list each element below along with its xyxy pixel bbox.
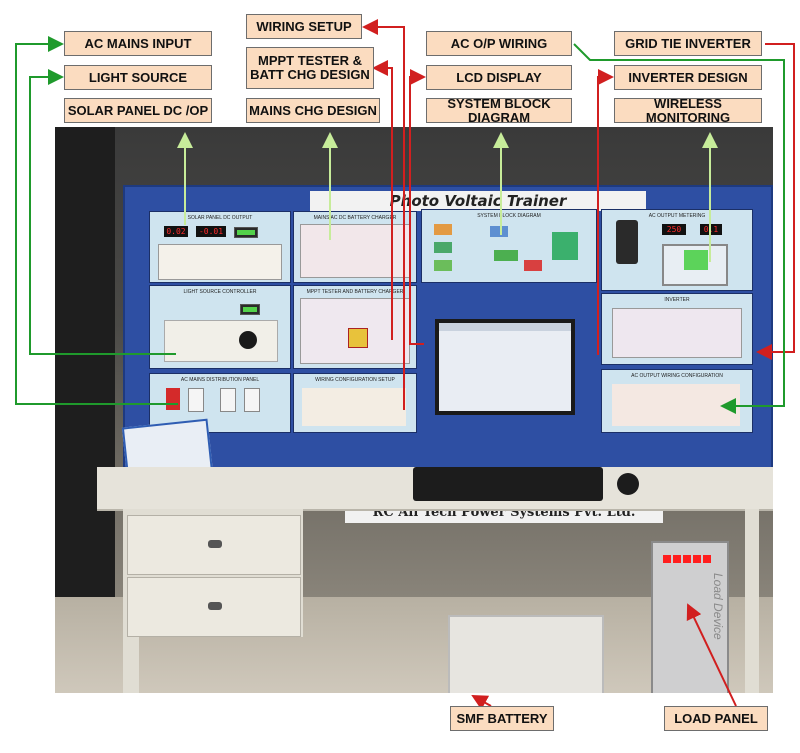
inverter-schematic (612, 308, 742, 358)
multimeter (616, 220, 638, 264)
rotary-switch (348, 328, 368, 348)
arrow-inverter-design (597, 69, 614, 355)
panel-solar-dc-output: SOLAR PANEL DC OUTPUT 0.02 -0.01 (149, 211, 291, 283)
block (434, 224, 452, 235)
label-mppt-tester: MPPT TESTER & BATT CHG DESIGN (246, 47, 374, 89)
arrow-light-source (29, 69, 176, 355)
panel-system-block-diagram: SYSTEM BLOCK DIAGRAM (421, 209, 597, 283)
label-ac-mains-input: AC MAINS INPUT (64, 31, 212, 56)
panel-light-source-controller: LIGHT SOURCE CONTROLLER (149, 285, 291, 369)
panel-title: AC OUTPUT WIRING CONFIGURATION (631, 373, 723, 379)
solar-lcd (234, 227, 258, 238)
arrow-load-panel (686, 603, 737, 707)
ac-output-terminals (612, 384, 740, 426)
label-system-block-diagram: SYSTEM BLOCK DIAGRAM (426, 96, 572, 124)
block (434, 242, 452, 253)
mcb (244, 388, 260, 412)
label-mppt-line2: BATT CHG DESIGN (250, 67, 370, 82)
trainer-photo: Photo Voltaic Trainer SOLAR PANEL DC OUT… (55, 127, 773, 693)
label-mains-chg-design: MAINS CHG DESIGN (246, 98, 380, 123)
label-load-panel: LOAD PANEL (664, 706, 768, 731)
label-mppt-line1: MPPT TESTER & (257, 53, 362, 68)
wireless-lcd (684, 250, 708, 270)
block (552, 232, 578, 260)
panel-title: MAINS AC DC BATTERY CHARGER (313, 215, 397, 221)
drawer-bottom (127, 577, 301, 637)
panel-title: AC MAINS DISTRIBUTION PANEL (180, 377, 260, 383)
panel-title: WIRING CONFIGURATION SETUP (315, 377, 395, 383)
arrow-lcd-display (409, 69, 426, 345)
arrow-wiring-setup (362, 19, 405, 410)
label-solar-panel-dc-op: SOLAR PANEL DC /OP (64, 98, 212, 123)
lcd-monitor (435, 319, 575, 415)
drawer-top (127, 515, 301, 575)
label-light-source: LIGHT SOURCE (64, 65, 212, 90)
light-lcd (240, 304, 260, 315)
load-led (693, 555, 701, 563)
mcb (220, 388, 236, 412)
solar-schematic (158, 244, 282, 280)
panel-title: AC OUTPUT METERING (648, 213, 706, 219)
label-lcd-display: LCD DISPLAY (426, 65, 572, 90)
label-wiring-setup: WIRING SETUP (246, 14, 362, 39)
load-device-text: Load Device (711, 573, 725, 640)
wiring-terminals (302, 388, 406, 426)
label-inverter-design: INVERTER DESIGN (614, 65, 762, 90)
ac-meter-1: 250 (662, 224, 686, 235)
dimmer-knob (239, 331, 257, 349)
solar-current-readout: -0.01 (196, 226, 226, 237)
panel-inverter: INVERTER (601, 293, 753, 365)
block (524, 260, 542, 271)
label-smf-battery: SMF BATTERY (450, 706, 554, 731)
block (494, 250, 518, 261)
desk-leg (123, 637, 139, 693)
label-wireless-monitoring: WIRELESS MONITORING (614, 96, 762, 124)
desk-leg (745, 509, 759, 693)
panel-title: MPPT TESTER AND BATTERY CHARGER (306, 289, 404, 295)
label-grid-tie-inverter: GRID TIE INVERTER (614, 31, 762, 56)
arrow-ac-mains-input (15, 36, 178, 405)
monitor-toolbar (439, 323, 571, 331)
wireless-monitor-device (662, 244, 728, 286)
load-led (683, 555, 691, 563)
panel-title: INVERTER (664, 297, 690, 303)
panel-title: LIGHT SOURCE CONTROLLER (183, 289, 257, 295)
panel-title: SOLAR PANEL DC OUTPUT (187, 215, 253, 221)
arrow-ac-op-wiring (573, 43, 785, 414)
mouse (617, 473, 639, 495)
drawer-knob (208, 602, 222, 610)
panel-title: SYSTEM BLOCK DIAGRAM (477, 213, 541, 219)
mcb (188, 388, 204, 412)
keyboard (413, 467, 603, 501)
label-ac-op-wiring: AC O/P WIRING (426, 31, 572, 56)
load-led (663, 555, 671, 563)
light-control-box (164, 320, 278, 362)
block (490, 226, 508, 237)
solar-voltage-readout: 0.02 (164, 226, 188, 237)
smf-battery-box (448, 615, 604, 693)
arrow-smf-battery (471, 695, 492, 710)
board-title: Photo Voltaic Trainer (310, 191, 646, 211)
desk-drawers (123, 509, 303, 637)
drawer-knob (208, 540, 222, 548)
panel-wiring-configuration: WIRING CONFIGURATION SETUP (293, 373, 417, 433)
block (434, 260, 452, 271)
arrow-grid-tie (756, 43, 795, 360)
arrow-mppt (372, 60, 393, 340)
load-led (703, 555, 711, 563)
load-led (673, 555, 681, 563)
